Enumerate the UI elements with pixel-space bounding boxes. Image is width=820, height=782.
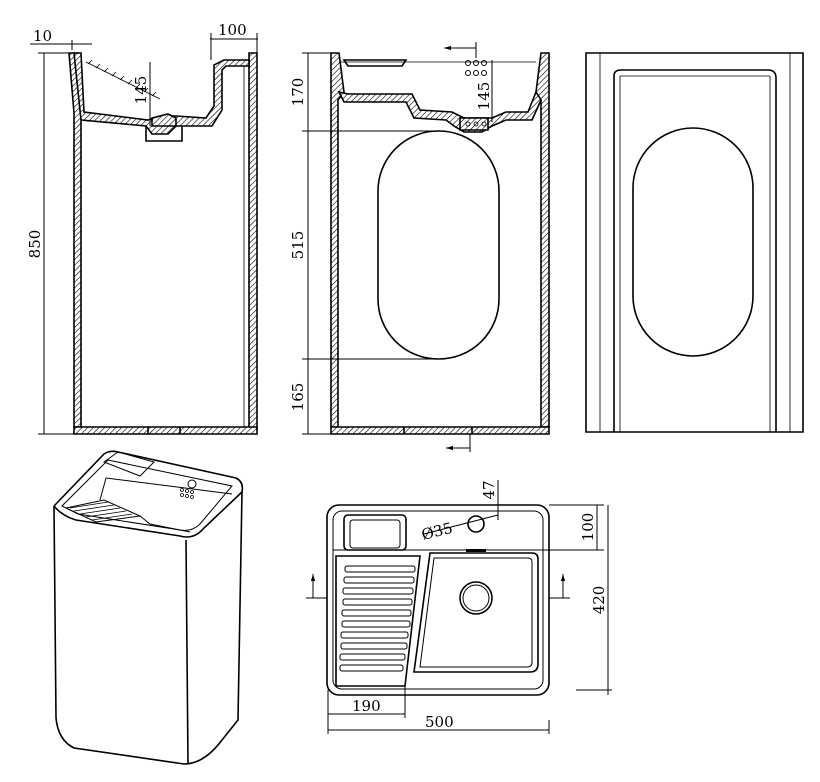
iso-hole-2 <box>185 489 189 493</box>
faucet-hole-6 <box>481 70 487 76</box>
front-drain-dot-3 <box>481 121 487 127</box>
plan-faucet-hole <box>467 515 485 533</box>
dim-165-text: 165 <box>289 383 307 412</box>
side-drain-body <box>145 126 183 142</box>
plan-holes <box>466 549 486 552</box>
plan-view: 47 Ø35 100 420 190 500 <box>306 480 612 734</box>
rear-door-oval <box>632 127 754 357</box>
rear-panel-inner <box>619 75 771 432</box>
faucet-hole-5 <box>473 70 479 76</box>
plan-shelf-inner <box>349 519 401 549</box>
plan-drain-inner <box>462 584 490 612</box>
rear-side-line <box>599 53 791 432</box>
plan-inner-outline <box>332 510 544 690</box>
dim-515-text: 515 <box>289 231 307 260</box>
dim-170-text: 170 <box>289 78 307 107</box>
front-basin-section <box>337 90 542 133</box>
iso-top-rim <box>53 450 244 507</box>
dim-100-plan-text: 100 <box>579 513 597 542</box>
dim-100-text: 100 <box>218 21 247 39</box>
dim-145-side-text: 145 <box>132 76 150 105</box>
faucet-hole-3 <box>481 60 487 66</box>
side-bottom-slot <box>147 427 181 434</box>
faucet-hole-2 <box>473 60 479 66</box>
front-section-view: 170 145 515 165 <box>289 42 550 452</box>
side-section-view: 10 100 145 850 <box>26 21 258 435</box>
iso-shelf <box>102 451 155 477</box>
dim-420-text: 420 <box>590 586 608 615</box>
front-right-wall <box>535 52 550 428</box>
dim-500-text: 500 <box>425 713 454 731</box>
iso-washboard-ribs <box>69 501 133 521</box>
side-bottom-wall <box>73 426 258 435</box>
faucet-hole-1 <box>465 60 471 66</box>
plan-basin-inner <box>419 557 533 668</box>
front-drain-dot-2 <box>473 121 479 127</box>
plan-basin <box>413 552 539 673</box>
rear-panel <box>613 69 777 432</box>
iso-hole-6 <box>190 495 194 499</box>
front-door-oval <box>377 130 500 360</box>
dim-145-front-text: 145 <box>475 82 493 111</box>
front-bottom-wall <box>330 426 550 435</box>
rear-outline <box>585 52 804 433</box>
front-drain-dot-1 <box>465 121 471 127</box>
isometric-view <box>53 450 244 765</box>
iso-hole-1 <box>180 488 184 492</box>
front-left-wall <box>330 52 345 428</box>
dim-47-text: 47 <box>480 480 498 499</box>
dim-10-text: 10 <box>33 27 52 45</box>
rear-view <box>585 52 804 433</box>
plan-faucet-leader <box>423 514 499 535</box>
iso-basin-edge <box>99 477 233 533</box>
side-right-wall <box>248 52 258 431</box>
faucet-hole-4 <box>465 70 471 76</box>
dim-850-text: 850 <box>26 230 44 259</box>
iso-body <box>53 491 243 765</box>
iso-body-edge <box>53 491 243 538</box>
plan-drain-outer <box>459 581 493 615</box>
dim-190-text: 190 <box>352 697 381 715</box>
iso-hole-5 <box>185 494 189 498</box>
plan-outline <box>326 504 550 696</box>
side-drain-cap <box>151 113 177 127</box>
iso-hole-4 <box>180 493 184 497</box>
dim-dia35-text: Ø35 <box>420 519 455 544</box>
front-bottom-slot <box>403 427 473 434</box>
iso-faucet-hole <box>187 479 197 489</box>
iso-hole-3 <box>190 490 194 494</box>
iso-body-vertical <box>185 539 189 765</box>
side-washboard <box>85 59 161 100</box>
plan-washboard-ribs <box>339 565 416 672</box>
front-shelf <box>342 59 408 67</box>
